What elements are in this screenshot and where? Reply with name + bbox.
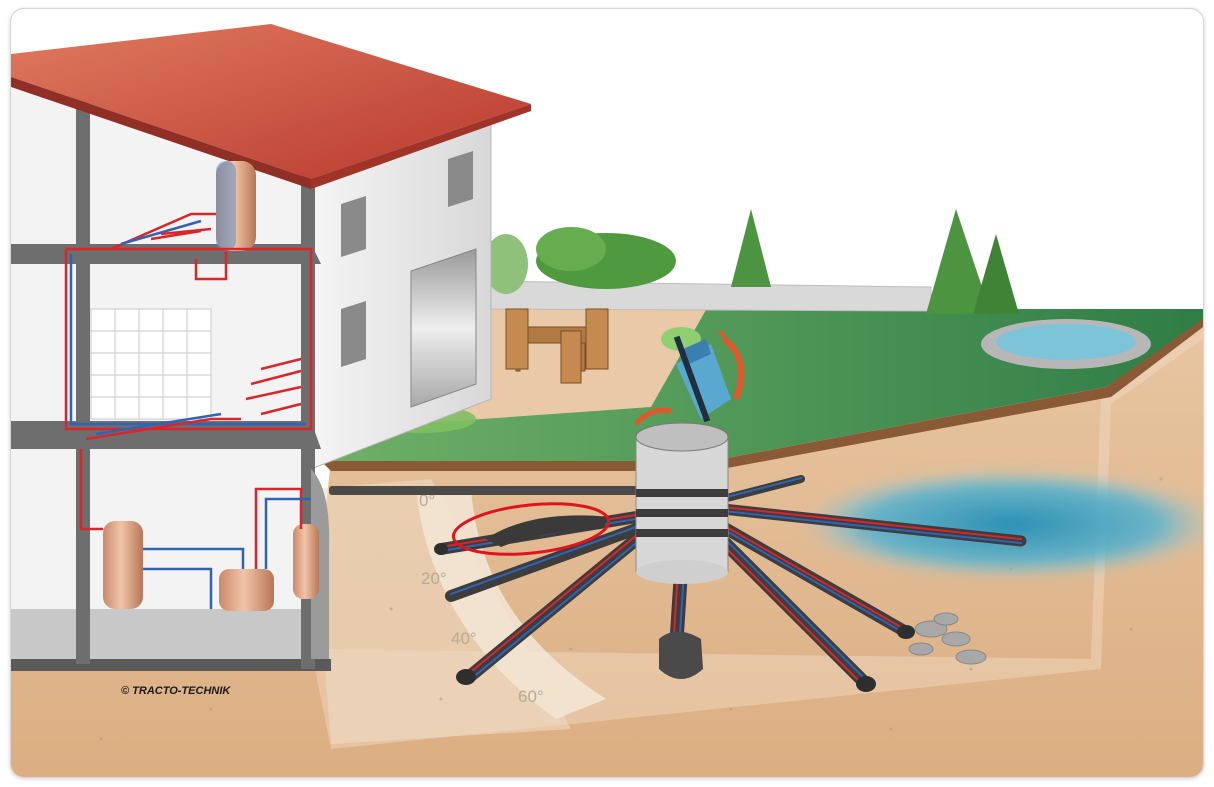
probe-right-45: [714, 532, 873, 691]
heat-pump-unit: [219, 569, 274, 611]
probe-right-30: [717, 521, 912, 638]
roof: [11, 24, 531, 179]
probe-tips: [434, 543, 915, 692]
groundwater: [801, 469, 1203, 579]
drilling-rod-highlight: [451, 502, 611, 556]
probe-20deg: [445, 523, 642, 602]
hot-water-tank: [216, 161, 256, 251]
garden-plants: [366, 209, 1019, 433]
drill-head-bottom: [659, 631, 703, 679]
buffer-tank: [103, 521, 143, 609]
copyright-label: © TRACTO-TECHNIK: [121, 685, 231, 697]
stones: [908, 612, 987, 665]
angle-label-0: 0°: [419, 491, 435, 510]
exchanger-coil: [293, 524, 319, 599]
probe-right-up: [719, 475, 805, 503]
heating-circuits: [64, 212, 313, 609]
angle-label-20: 20°: [421, 569, 447, 588]
angle-label-60: 60°: [518, 687, 544, 706]
garden-pond: [981, 319, 1151, 369]
geothermal-diagram-frame: 0° 20° 40° 60°: [10, 8, 1204, 778]
window-upper-right: [448, 151, 473, 207]
supply-pipe: [329, 486, 649, 495]
drilling-rig: [634, 331, 745, 426]
window-upper-left: [341, 196, 366, 257]
house: © TRACTO-TECHNIK: [11, 24, 531, 697]
launch-shaft: [635, 422, 729, 584]
window-lower: [341, 301, 366, 367]
probe-45deg: [462, 530, 646, 684]
bathroom-tiles: [90, 308, 212, 420]
patio-furniture: [505, 308, 609, 384]
probe-right-5: [717, 503, 1027, 547]
angle-label-40: 40°: [451, 629, 477, 648]
garage-door: [410, 248, 477, 408]
geothermal-scene: 0° 20° 40° 60°: [11, 24, 1203, 777]
garden-wall: [480, 280, 932, 312]
